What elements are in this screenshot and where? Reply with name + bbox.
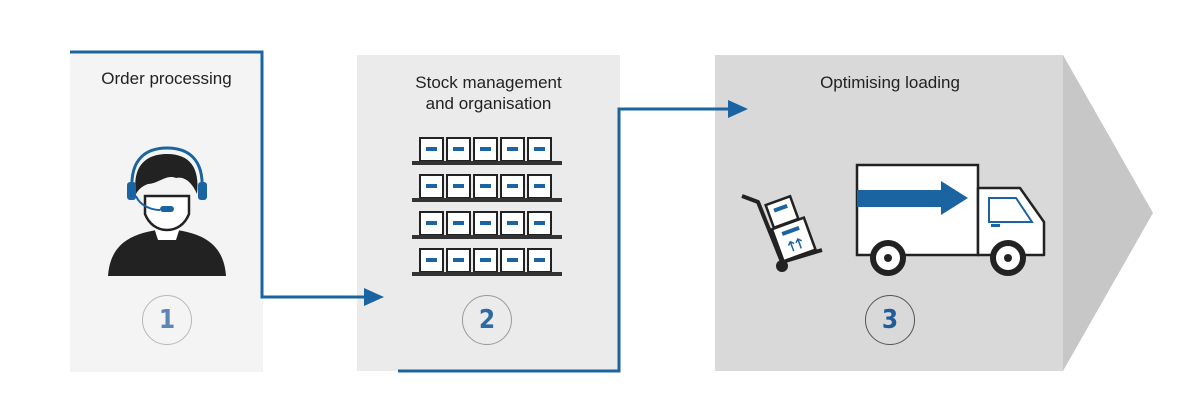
shelf-box-label (507, 258, 518, 262)
shelf-box-label (426, 221, 437, 225)
step-3-label: Optimising loading (820, 73, 960, 92)
step-2-number: 2 (462, 295, 512, 345)
shelf-box-label (534, 184, 545, 188)
shelf-box-label (480, 184, 491, 188)
connector-1-arrowhead (364, 288, 384, 306)
connector-2-arrowhead (728, 100, 748, 118)
shelf-box-label (534, 221, 545, 225)
shelf-box-label (480, 147, 491, 151)
shelf-box-label (507, 221, 518, 225)
step-arrow-tip (1063, 55, 1153, 371)
shelf-plank (412, 272, 562, 276)
shelf-box-label (453, 147, 464, 151)
shelf-plank (412, 235, 562, 239)
shelf-box-label (453, 221, 464, 225)
warehouse-shelves-icon (412, 137, 562, 276)
step-3-number: 3 (865, 295, 915, 345)
shelf-box-label (453, 258, 464, 262)
connector-2-to-3 (398, 107, 738, 373)
shelf-box-label (426, 147, 437, 151)
shelf-plank (412, 161, 562, 165)
shelf-box-label (453, 184, 464, 188)
connector-1-to-2 (70, 50, 372, 299)
hand-truck-icon (741, 194, 823, 272)
shelf-box-label (507, 147, 518, 151)
step-2-label: Stock management and organisation (415, 73, 562, 113)
step-1-number: 1 (142, 295, 192, 345)
delivery-truck-icon (855, 163, 1046, 276)
headset-operator-icon (108, 146, 226, 276)
shelf-plank (412, 198, 562, 202)
shelf-box-label (480, 221, 491, 225)
shelf-box-label (534, 258, 545, 262)
shelf-box-label (534, 147, 545, 151)
shelf-box-label (480, 258, 491, 262)
shelf-box-label (426, 258, 437, 262)
step-1-label: Order processing (101, 69, 232, 88)
shelf-box-label (507, 184, 518, 188)
shelf-box-label (426, 184, 437, 188)
